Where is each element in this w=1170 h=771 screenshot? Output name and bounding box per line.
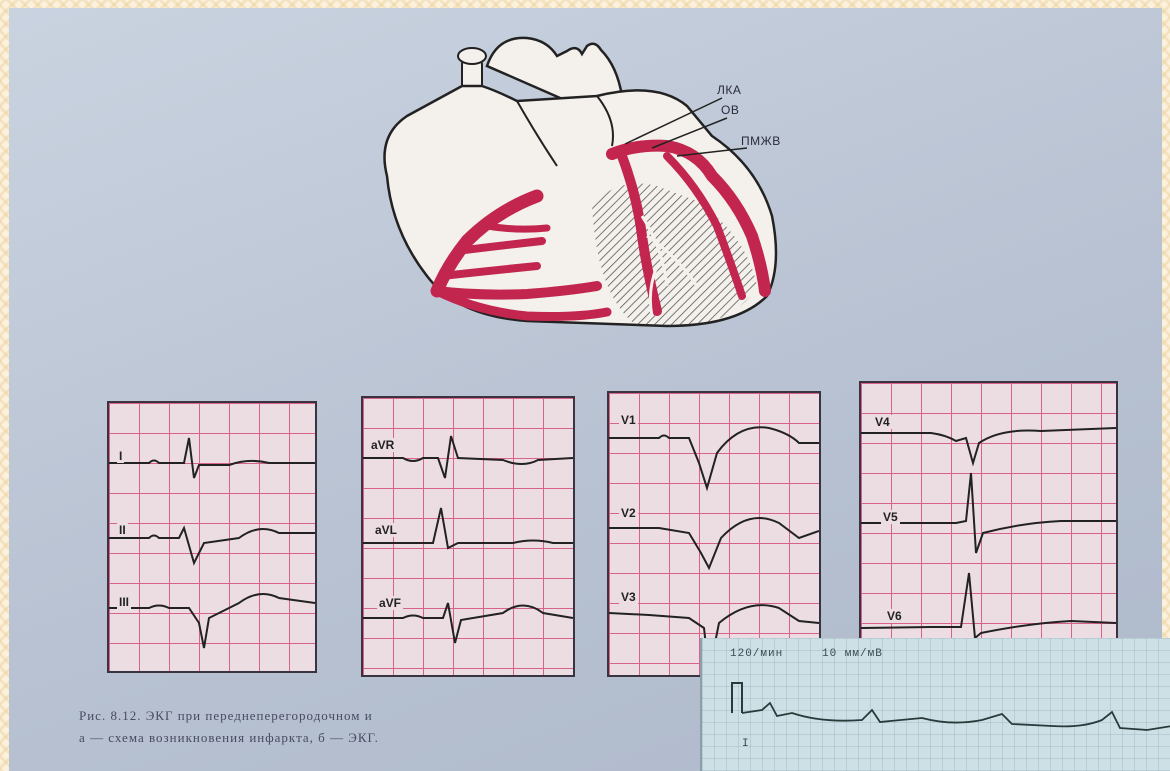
lead-label: V6 — [885, 609, 904, 623]
monitor-ecg-strip: 120/мин 10 мм/мВ I — [700, 638, 1170, 771]
ecg-panel-v1-v3: V1 V2 V3 — [607, 391, 821, 677]
lead-label: aVF — [377, 596, 403, 610]
label-lka: ЛКА — [717, 83, 741, 97]
ecg-trace — [609, 393, 819, 675]
lead-label: V5 — [881, 510, 900, 524]
ecg-panel-limb-leads: I II III — [107, 401, 317, 673]
label-pmzhv: ПМЖВ — [741, 134, 781, 148]
lead-label: aVL — [373, 523, 399, 537]
figure-caption-line1: Рис. 8.12. ЭКГ при переднеперегородочном… — [79, 708, 373, 724]
label-ov: ОВ — [721, 103, 739, 117]
lead-label: III — [117, 595, 131, 609]
lead-label: I — [117, 449, 124, 463]
lead-label: V4 — [873, 415, 892, 429]
lead-label: II — [117, 523, 128, 537]
monitor-trace — [702, 638, 1170, 771]
lead-label: V3 — [619, 590, 638, 604]
figure-caption-line2: а — схема возникновения инфаркта, б — ЭК… — [79, 730, 379, 746]
ecg-panel-v4-v6: V4 V5 V6 — [859, 381, 1118, 647]
lead-label: aVR — [369, 438, 396, 452]
heart-illustration — [367, 26, 837, 336]
ecg-panel-augmented-leads: aVR aVL aVF — [361, 396, 575, 677]
lead-label: V2 — [619, 506, 638, 520]
ecg-trace — [109, 403, 315, 671]
lead-label: V1 — [619, 413, 638, 427]
